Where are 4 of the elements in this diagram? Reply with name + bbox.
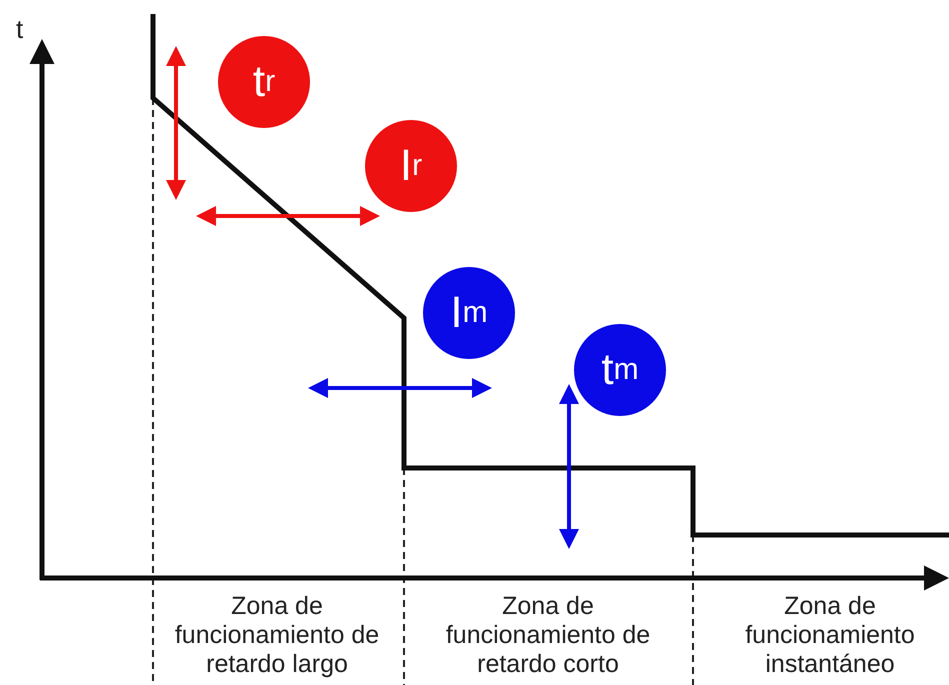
zone-label: Zona de funcionamiento de retardo corto: [444, 592, 652, 679]
zone-label: Zona de funcionamiento de retardo largo: [174, 592, 380, 679]
zone-label: Zona de funcionamiento instantáneo: [744, 592, 916, 679]
axis-label: t: [16, 14, 24, 45]
